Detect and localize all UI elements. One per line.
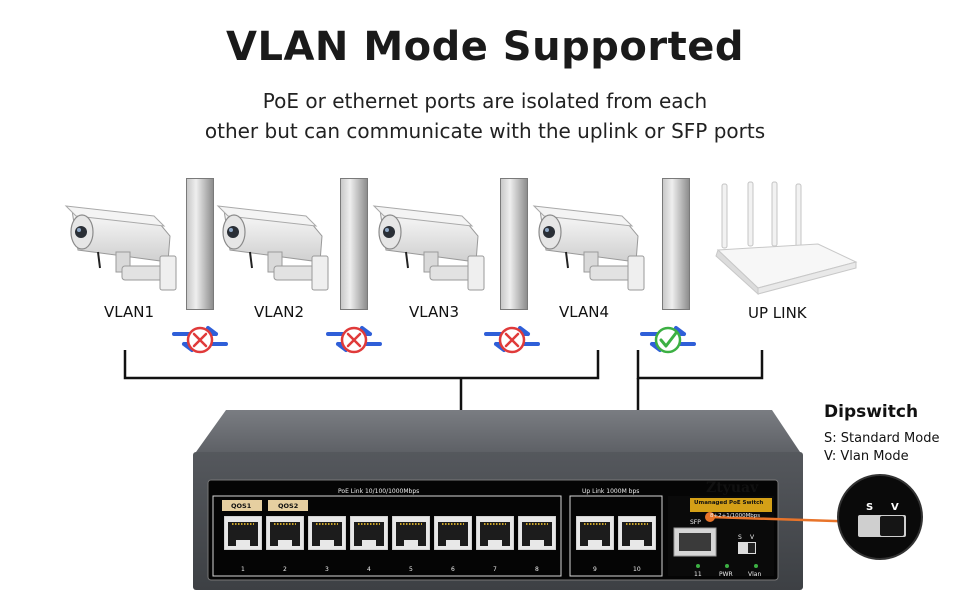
device-label-vlan1: VLAN1 [104, 303, 154, 321]
qos1-label: QOS1 [231, 502, 252, 510]
vlan-led-label: Vlan [748, 571, 762, 578]
dipswitch-line-1: S: Standard Mode [824, 431, 940, 446]
dipswitch-title: Dipswitch [824, 402, 919, 422]
rj45-port [392, 516, 430, 550]
camera-icon [217, 205, 329, 291]
dipswitch-zoom [837, 474, 923, 560]
port-number: 6 [451, 566, 455, 573]
port-number: 4 [367, 566, 371, 573]
port-number: 10 [633, 566, 641, 573]
dipswitch-zoom-s: S [866, 502, 874, 513]
port-number: 5 [409, 566, 413, 573]
rj45-port [434, 516, 472, 550]
port-number: 9 [593, 566, 597, 573]
panel-dip-s: S [738, 534, 742, 541]
device-label-vlan3: VLAN3 [409, 303, 459, 321]
dipswitch-line-2: V: Vlan Mode [824, 449, 909, 464]
rj45-port [618, 516, 656, 550]
router-icon [715, 181, 858, 296]
blocked-icon [484, 326, 540, 354]
sfp-label: SFP [690, 519, 701, 526]
rj45-port [224, 516, 262, 550]
rj45-port [476, 516, 514, 550]
camera-icon [373, 205, 485, 291]
poe-link-label: PoE Link 10/100/1000Mbps [338, 488, 420, 495]
port-number: 8 [535, 566, 539, 573]
port-number: 1 [241, 566, 245, 573]
port-number: 2 [283, 566, 287, 573]
allowed-icon [640, 326, 696, 354]
isolation-wall [186, 178, 214, 310]
port-number: 3 [325, 566, 329, 573]
rj45-port [266, 516, 304, 550]
isolation-wall [500, 178, 528, 310]
subtitle-line-1: PoE or ethernet ports are isolated from … [262, 89, 708, 113]
rj45-port [518, 516, 556, 550]
callout-dot [705, 512, 715, 522]
camera-icon [65, 205, 177, 291]
device-label-vlan4: VLAN4 [559, 303, 609, 321]
spec-label: 8+2+1/1000Mbps [710, 513, 761, 519]
rj45-port [576, 516, 614, 550]
port-number: 7 [493, 566, 497, 573]
isolation-wall [340, 178, 368, 310]
camera-icon [533, 205, 645, 291]
subtitle-line-2: other but can communicate with the uplin… [204, 119, 766, 143]
page-title: VLAN Mode Supported [226, 24, 744, 70]
rj45-port [308, 516, 346, 550]
dipswitch-zoom-v: V [891, 502, 899, 513]
sfp-port-number: 11 [694, 571, 702, 578]
uplink-port-label: Up Link 1000M bps [582, 488, 640, 495]
rj45-port [350, 516, 388, 550]
device-label-vlan2: VLAN2 [254, 303, 304, 321]
brand-logo: Ztyuav [706, 480, 759, 496]
blocked-icon [326, 326, 382, 354]
pwr-label: PWR [719, 571, 733, 578]
device-label-uplink: UP LINK [748, 304, 807, 322]
isolation-wall [662, 178, 690, 310]
blocked-icon [172, 326, 228, 354]
qos2-label: QOS2 [278, 502, 299, 510]
model-label: Umanaged PoE Switch [694, 500, 764, 506]
panel-dip-v: V [750, 534, 755, 541]
